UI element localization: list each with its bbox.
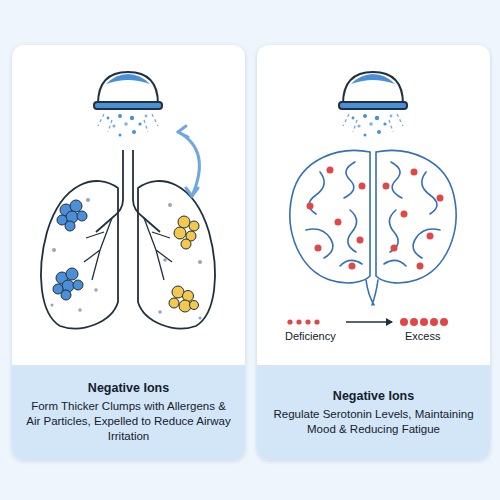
shower-head [94, 72, 162, 137]
panel-card [12, 45, 245, 460]
panel-card [257, 45, 490, 460]
shower-head [339, 72, 407, 137]
caption-band: Negative IonsForm Thicker Clumps with Al… [12, 365, 245, 460]
level-scale [287, 318, 448, 326]
scale-label: Excess [405, 330, 440, 342]
cycle-arrow [178, 126, 199, 196]
caption-band: Negative IonsRegulate Serotonin Levels, … [257, 365, 490, 460]
band-body: Regulate Serotonin Levels, Maintaining M… [269, 407, 478, 437]
band-heading: Negative Ions [24, 381, 233, 395]
band-body: Form Thicker Clumps with Allergens & Air… [24, 399, 233, 444]
brain [290, 151, 456, 305]
allergen-clumps [50, 198, 202, 320]
serotonin-dots [307, 167, 444, 270]
band-heading: Negative Ions [269, 389, 478, 403]
scale-label: Deficiency [285, 330, 336, 342]
lungs [41, 150, 215, 329]
